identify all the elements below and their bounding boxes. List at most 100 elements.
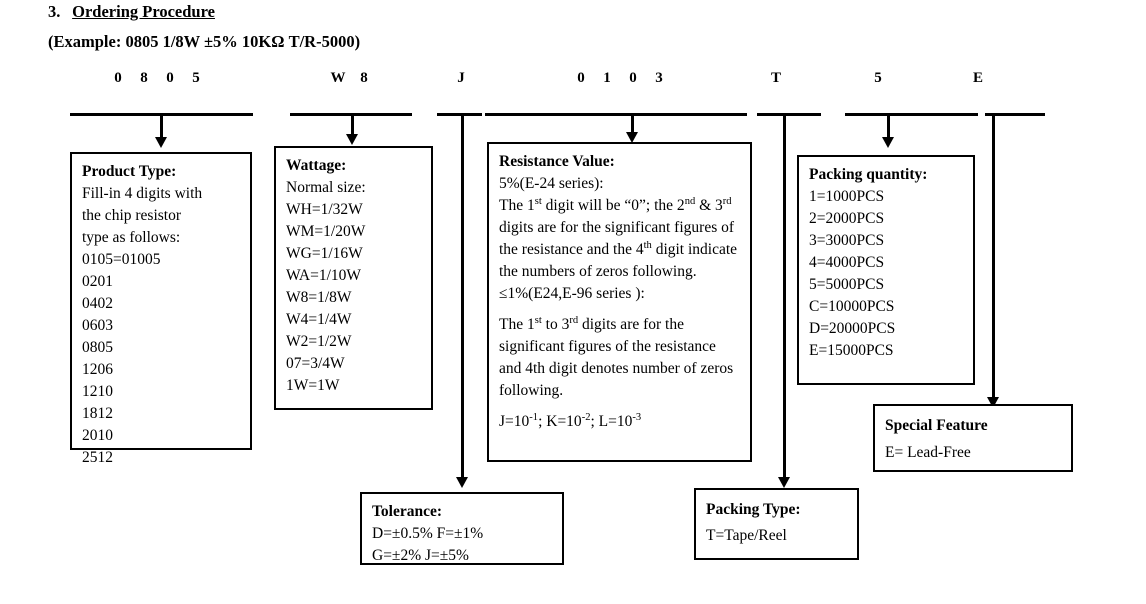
box-title-product-type: Product Type: (82, 163, 177, 180)
box-line: 0402 (82, 295, 113, 312)
box-line: W2=1/2W (286, 333, 352, 350)
code-char: 5 (874, 70, 882, 86)
box-line: 2010 (82, 427, 113, 444)
box-lines-product-type: Fill-in 4 digits with the chip resistor ty… (82, 183, 250, 469)
box-title-tolerance: Tolerance: (372, 503, 443, 520)
connector-line-wattage (351, 113, 354, 138)
box-packing-type: Packing Type: T=Tape/Reel (694, 488, 859, 560)
box-line: 2512 (82, 449, 113, 466)
connector-bar-packing-type (757, 113, 821, 116)
code-char: 0 (114, 70, 122, 86)
code-char: 1 (603, 70, 611, 86)
box-line: 1206 (82, 361, 113, 378)
connector-arrow-packing-quantity (882, 137, 894, 148)
resistance-5pct-label: 5%(E-24 series): (499, 175, 604, 192)
box-line: the chip resistor (82, 207, 182, 224)
box-title-packing-type: Packing Type: (706, 501, 801, 518)
box-line: W8=1/8W (286, 289, 352, 306)
box-line: WH=1/32W (286, 201, 363, 218)
connector-bar-tolerance (437, 113, 482, 116)
code-group-tolerance: J (448, 70, 474, 87)
code-char: 0 (629, 70, 637, 86)
connector-line-product-type (160, 113, 163, 141)
box-line: 1812 (82, 405, 113, 422)
connector-arrow-packing-type (778, 477, 790, 488)
box-line: E= Lead-Free (885, 444, 971, 461)
box-lines-packing-type: T=Tape/Reel (706, 525, 857, 547)
code-char: 0 (166, 70, 174, 86)
box-line: G=±2% J=±5% (372, 547, 469, 564)
code-char: J (457, 70, 465, 86)
box-line: Normal size: (286, 179, 366, 196)
connector-arrow-wattage (346, 134, 358, 145)
box-lines-tolerance: D=±0.5% F=±1% G=±2% J=±5% (372, 523, 562, 567)
code-char: 0 (577, 70, 585, 86)
box-line: type as follows: (82, 229, 181, 246)
code-group-resistance: 0 1 0 3 (568, 70, 672, 87)
code-char: 5 (192, 70, 200, 86)
resistance-5pct-description: The 1st digit will be “0”; the 2nd & 3rd… (499, 195, 738, 280)
connector-line-special-feature (992, 113, 995, 401)
code-char: E (972, 70, 983, 86)
connector-bar-resistance (485, 113, 747, 116)
box-packing-quantity: Packing quantity: 1=1000PCS 2=2000PCS 3=30… (797, 155, 975, 385)
box-special-feature: Special Feature E= Lead-Free (873, 404, 1073, 472)
connector-line-packing-quantity (887, 113, 890, 141)
box-line: Fill-in 4 digits with (82, 185, 203, 202)
box-line: WA=1/10W (286, 267, 362, 284)
example-part-number: (Example: 0805 1/8W ±5% 10KΩ T/R-5000) (48, 32, 361, 51)
connector-line-resistance (631, 113, 634, 136)
box-line: 5=5000PCS (809, 276, 885, 293)
code-group-packing-type: T (763, 70, 789, 87)
code-group-packing-quantity: 5 (865, 70, 891, 87)
connector-arrow-tolerance (456, 477, 468, 488)
box-title-wattage: Wattage: (286, 157, 347, 174)
box-line: 1210 (82, 383, 113, 400)
connector-line-packing-type (783, 113, 786, 481)
box-line: D=20000PCS (809, 320, 896, 337)
box-line: D=±0.5% F=±1% (372, 525, 484, 542)
box-title-special-feature: Special Feature (885, 417, 988, 434)
page-title: Ordering Procedure (72, 2, 215, 21)
resistance-1pct-description: The 1st to 3rd digits are for the signif… (499, 314, 734, 399)
box-title-packing-quantity: Packing quantity: (809, 166, 928, 183)
code-char: 8 (140, 70, 148, 86)
box-line: 2=2000PCS (809, 210, 885, 227)
code-char: 8 (360, 70, 368, 86)
section-heading: 3. Ordering Procedure (48, 2, 215, 22)
resistance-multipliers: J=10-1; K=10-2; L=10-3 (499, 411, 642, 430)
box-line: 0201 (82, 273, 113, 290)
box-title-resistance: Resistance Value: (499, 153, 615, 170)
box-line: WM=1/20W (286, 223, 366, 240)
code-group-special-feature: E (965, 70, 991, 87)
box-tolerance: Tolerance: D=±0.5% F=±1% G=±2% J=±5% (360, 492, 564, 565)
code-group-product-type: 0 8 0 5 (105, 70, 209, 87)
box-line: W4=1/4W (286, 311, 352, 328)
connector-line-tolerance (461, 113, 464, 481)
connector-arrow-product-type (155, 137, 167, 148)
box-line: 3=3000PCS (809, 232, 885, 249)
box-line: 0105=01005 (82, 251, 161, 268)
box-line: E=15000PCS (809, 342, 894, 359)
code-char: W (330, 70, 346, 86)
box-line: 1=1000PCS (809, 188, 885, 205)
box-line: 07=3/4W (286, 355, 345, 372)
connector-arrow-resistance (626, 132, 638, 143)
connector-bar-special-feature (985, 113, 1045, 116)
box-resistance-value: Resistance Value: 5%(E-24 series): The 1… (487, 142, 752, 462)
box-line: 0603 (82, 317, 113, 334)
code-char: 3 (655, 70, 663, 86)
code-char: T (770, 70, 781, 86)
box-line: C=10000PCS (809, 298, 895, 315)
connector-arrow-special-feature (987, 397, 999, 408)
box-line: 0805 (82, 339, 113, 356)
box-line: T=Tape/Reel (706, 527, 787, 544)
box-lines-special-feature: E= Lead-Free (885, 442, 1071, 464)
connector-bar-packing-quantity (845, 113, 978, 116)
box-product-type: Product Type: Fill-in 4 digits with the c… (70, 152, 252, 466)
resistance-1pct-label: ≤1%(E24,E-96 series ): (499, 285, 645, 302)
